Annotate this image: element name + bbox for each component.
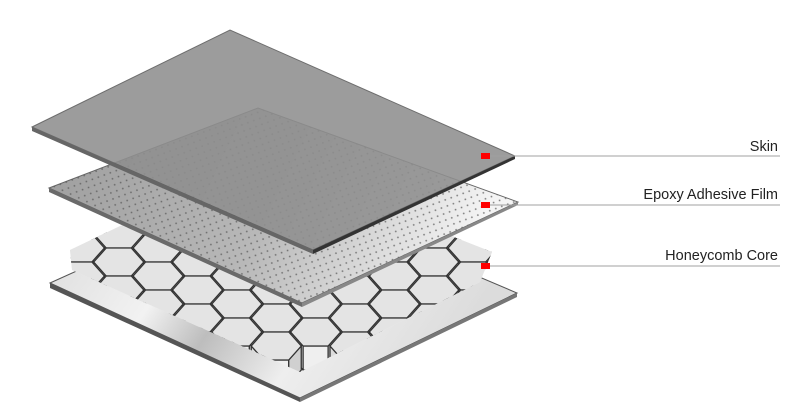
- honeycomb-cell-face: [28, 164, 53, 188]
- honeycomb-cell-face: [92, 331, 145, 361]
- honeycomb-cell-face: [15, 220, 65, 248]
- honeycomb-cell-face: [105, 331, 132, 357]
- honeycomb-cell-face: [15, 248, 65, 276]
- honeycomb-cell-face: [15, 150, 28, 188]
- core-marker: [481, 263, 490, 269]
- honeycomb-cell-face: [184, 359, 211, 372]
- honeycomb-cell-face: [486, 344, 492, 372]
- honeycomb-cell-face: [15, 332, 65, 360]
- top-skin: [30, 29, 517, 254]
- honeycomb-cell-face: [53, 318, 66, 356]
- honeycomb-cell-face: [15, 304, 65, 332]
- honeycomb-cell-face: [132, 330, 147, 372]
- honeycomb-cell-face: [486, 316, 492, 358]
- honeycomb-cell-face: [486, 219, 492, 249]
- honeycomb-cell-face: [500, 164, 525, 188]
- honeycomb-cell-face: [486, 303, 492, 333]
- honeycomb-cell-face: [171, 344, 186, 372]
- honeycomb-cell-face: [420, 359, 447, 372]
- honeycomb-cell-face: [525, 346, 538, 384]
- honeycomb-cell-face: [289, 317, 342, 347]
- honeycomb-cell-face: [15, 290, 28, 328]
- honeycomb-cell-face: [28, 220, 53, 244]
- honeycomb-cell-face: [15, 192, 65, 220]
- honeycomb-cell-face: [53, 234, 66, 272]
- honeycomb-cell-face: [15, 318, 28, 356]
- honeycomb-cell-face: [445, 344, 460, 372]
- honeycomb-cell-face: [93, 344, 107, 372]
- honeycomb-cell-face: [500, 332, 525, 356]
- film-marker: [481, 202, 490, 208]
- honeycomb-cell-face: [28, 332, 53, 356]
- honeycomb-cell-face: [486, 331, 492, 361]
- honeycomb-cell-face: [53, 346, 66, 384]
- honeycomb-cell-face: [53, 206, 66, 244]
- honeycomb-cell-face: [500, 248, 525, 272]
- honeycomb-cell-face: [525, 262, 538, 300]
- honeycomb-cell-face: [54, 332, 67, 370]
- honeycomb-cell-face: [525, 178, 538, 216]
- honeycomb-cell-face: [70, 345, 93, 371]
- honeycomb-cell-face: [130, 344, 145, 372]
- honeycomb-cell-face: [500, 360, 525, 384]
- honeycomb-cell-face: [93, 316, 107, 358]
- honeycomb-cell-face: [525, 290, 538, 328]
- honeycomb-cell-face: [484, 330, 492, 372]
- honeycomb-cell-face: [15, 178, 28, 216]
- honeycomb-cell-face: [447, 330, 462, 372]
- honeycomb-cell-face: [408, 344, 422, 372]
- honeycomb-cell-face: [486, 247, 492, 277]
- epoxy-adhesive-film-label: Epoxy Adhesive Film: [643, 187, 778, 203]
- honeycomb-cell-face: [525, 206, 538, 244]
- honeycomb-cell-face: [28, 276, 53, 300]
- skin-marker: [481, 153, 490, 159]
- honeycomb-cell-face: [70, 317, 93, 343]
- honeycomb-cell-face: [28, 248, 53, 272]
- honeycomb-cell-face: [525, 318, 538, 356]
- honeycomb-cell-face: [144, 345, 172, 371]
- honeycomb-cell-face: [28, 304, 53, 328]
- skin-label: Skin: [749, 139, 778, 155]
- honeycomb-cell-face: [15, 346, 28, 384]
- honeycomb-cell-face: [105, 359, 132, 372]
- honeycomb-cell-face: [91, 330, 106, 372]
- honeycomb-cell-face: [54, 220, 67, 258]
- honeycomb-cell-face: [70, 233, 106, 263]
- honeycomb-cell-face: [15, 234, 28, 272]
- honeycomb-cell-face: [459, 345, 487, 371]
- honeycomb-cell-face: [28, 360, 53, 384]
- honeycomb-cell-face: [15, 262, 28, 300]
- honeycomb-cell-face: [54, 304, 67, 342]
- honeycomb-cell-face: [28, 192, 53, 216]
- honeycomb-cell-face: [70, 317, 106, 347]
- honeycomb-cell-face: [15, 206, 28, 244]
- honeycomb-core-label: Honeycomb Core: [665, 248, 778, 264]
- honeycomb-cell-face: [53, 290, 66, 328]
- honeycomb-cell-face: [500, 220, 525, 244]
- honeycomb-cell-face: [500, 304, 525, 328]
